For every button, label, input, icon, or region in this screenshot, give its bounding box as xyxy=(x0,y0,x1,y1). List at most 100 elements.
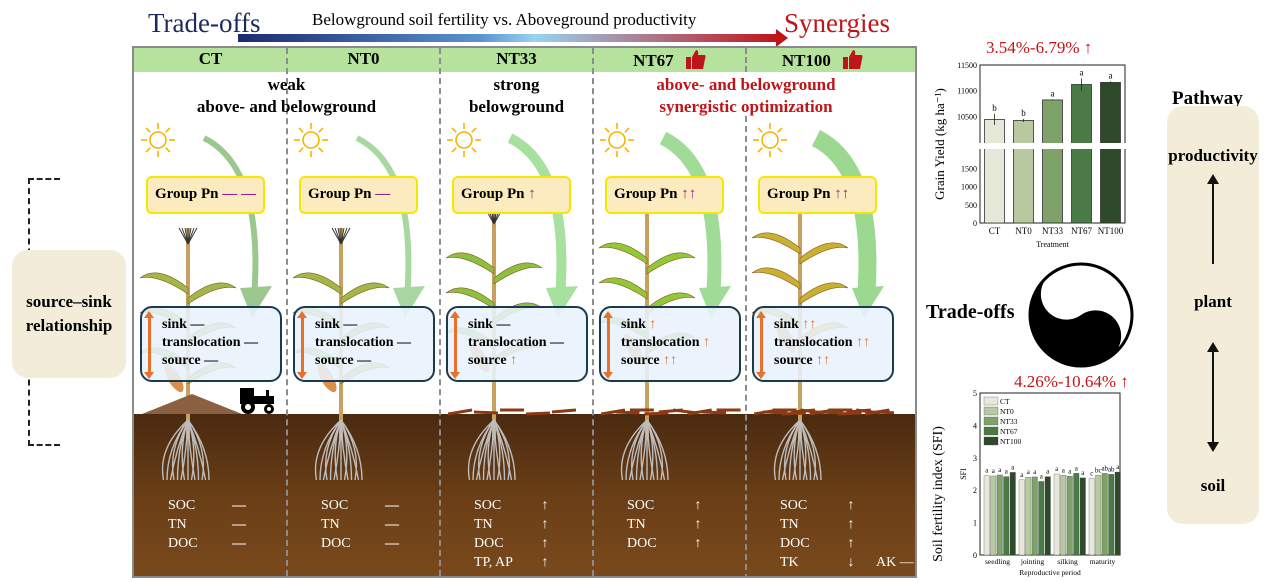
group-pn-indicator: ↑↑ xyxy=(681,186,697,202)
y-tick-label: 2 xyxy=(973,486,977,495)
group-pn-indicator: — xyxy=(375,186,391,202)
legend-label: NT33 xyxy=(1000,417,1018,426)
x-tick-label: NT67 xyxy=(1071,226,1092,236)
significance-label: a xyxy=(1020,471,1024,479)
x-axis-label: Treatment xyxy=(1036,240,1069,249)
bar xyxy=(1066,476,1073,556)
carbon-flow-arrow-icon xyxy=(500,128,590,333)
significance-label: a xyxy=(1075,464,1079,472)
trade-offs-title: Trade-offs xyxy=(148,8,261,38)
pathway-plant: plant xyxy=(1194,292,1232,311)
arrowhead-up xyxy=(1207,174,1219,184)
significance-label: a xyxy=(1051,88,1055,98)
x-tick-label: NT100 xyxy=(1098,226,1124,236)
y-tick-label: 11000 xyxy=(957,87,977,96)
axis-break xyxy=(976,143,1129,149)
grain-yield-chart: bCTbNT0aNT33aNT67aNT10010500110001150005… xyxy=(932,61,1129,249)
double-arrow-icon xyxy=(297,311,307,379)
y-tick-label: 1000 xyxy=(961,183,977,192)
bar xyxy=(1009,472,1016,556)
significance-label: a xyxy=(1109,70,1113,80)
soil-indicator-row: DOC↑ xyxy=(627,536,702,551)
group-pn-box: Group Pn ↑ xyxy=(452,176,571,214)
column-divider xyxy=(439,48,441,576)
treatment-header: CT NT0 NT33 NT67 NT100 xyxy=(134,48,915,72)
sfi-increase: 4.26%-10.64% ↑ xyxy=(1014,372,1129,391)
soil-indicators: SOC↑TN↑DOC↑ xyxy=(627,496,709,553)
bar xyxy=(1073,473,1080,556)
soil-indicator-row: SOC↑ xyxy=(780,498,855,513)
soil-indicator-row: TN— xyxy=(321,517,399,532)
soil-indicators: SOC↑TN↑DOC↑TK↓AK — xyxy=(780,496,914,572)
bar xyxy=(1095,475,1102,556)
x-tick-label: NT33 xyxy=(1042,226,1063,236)
synergies-title: Synergies xyxy=(784,8,890,38)
bar xyxy=(1079,477,1086,556)
bar xyxy=(1031,476,1038,556)
y-tick-label: 11500 xyxy=(957,61,977,70)
soil-indicator-row: TP, AP↑ xyxy=(474,555,549,570)
x-tick-label: silking xyxy=(1057,557,1078,566)
sink-row: sink — xyxy=(315,317,358,332)
soil-indicator-row: DOC— xyxy=(168,536,246,551)
sun-icon xyxy=(446,122,482,158)
group-pn-label: Group Pn xyxy=(767,186,831,202)
y-axis-label: Soil fertility index (SFI) xyxy=(931,426,946,562)
source-sink-box: sink — translocation — source — xyxy=(293,306,435,382)
soil-indicators: SOC—TN—DOC— xyxy=(321,496,403,553)
treatment-nt100: NT100 xyxy=(746,49,899,71)
significance-label: a xyxy=(1046,468,1050,476)
source-row: source — xyxy=(162,353,219,368)
group-pn-box: Group Pn ↑↑ xyxy=(758,176,877,214)
x-tick-label: maturity xyxy=(1090,557,1116,566)
significance-label: ab xyxy=(1108,465,1115,473)
significance-label: a xyxy=(985,467,989,475)
significance-label: a xyxy=(1116,463,1120,471)
significance-label: a xyxy=(1033,468,1037,476)
source-row: source ↑↑ xyxy=(621,353,678,368)
soil-indicator-row: TK↓AK — xyxy=(780,555,914,570)
double-arrow-icon xyxy=(450,311,460,379)
legend-label: CT xyxy=(1000,397,1010,406)
y-axis-label: Grain Yield (kg ha⁻¹) xyxy=(932,88,947,200)
significance-label: b xyxy=(1021,108,1026,118)
legend-label: NT0 xyxy=(1000,407,1014,416)
translocation-row: translocation — xyxy=(468,335,565,350)
double-arrow-icon xyxy=(756,311,766,379)
sink-row: sink — xyxy=(468,317,511,332)
double-arrow-icon xyxy=(603,311,613,379)
bar xyxy=(1038,481,1045,556)
significance-label: a xyxy=(1062,466,1066,474)
legend-swatch xyxy=(983,396,999,406)
y-tick-label: 5 xyxy=(973,389,977,398)
pathway-productivity: productivity xyxy=(1168,146,1258,165)
translocation-row: translocation ↑↑ xyxy=(774,335,871,350)
arrowhead-down xyxy=(1207,442,1219,452)
bar xyxy=(990,475,997,556)
y-tick-label: 0 xyxy=(973,551,977,560)
y-tick-label: 10500 xyxy=(957,112,977,121)
column-divider xyxy=(745,48,747,72)
bar xyxy=(1088,478,1095,556)
sun-icon xyxy=(752,122,788,158)
bar xyxy=(1060,475,1067,556)
carbon-flow-arrow-icon xyxy=(806,128,896,333)
y-tick-label: 1 xyxy=(973,519,977,528)
soil-indicator-row: SOC— xyxy=(168,498,246,513)
carbon-flow-arrow-icon xyxy=(653,128,743,333)
soil-layer xyxy=(134,414,915,576)
y-tick-label: 3 xyxy=(973,454,977,463)
source-row: source — xyxy=(315,353,372,368)
bar xyxy=(1018,479,1025,556)
yin-yang-icon: SFI Yield xyxy=(1028,262,1134,368)
soil-indicator-row: TN↑ xyxy=(780,517,855,532)
y-tick-label: 4 xyxy=(973,421,977,430)
group-pn-indicator: ↑ xyxy=(528,186,536,202)
tractor-icon xyxy=(238,386,278,421)
source-sink-box: sink ↑↑ translocation ↑↑ source ↑↑ xyxy=(752,306,894,382)
sun-icon xyxy=(293,122,329,158)
soil-indicator-row: TN↑ xyxy=(627,517,702,532)
